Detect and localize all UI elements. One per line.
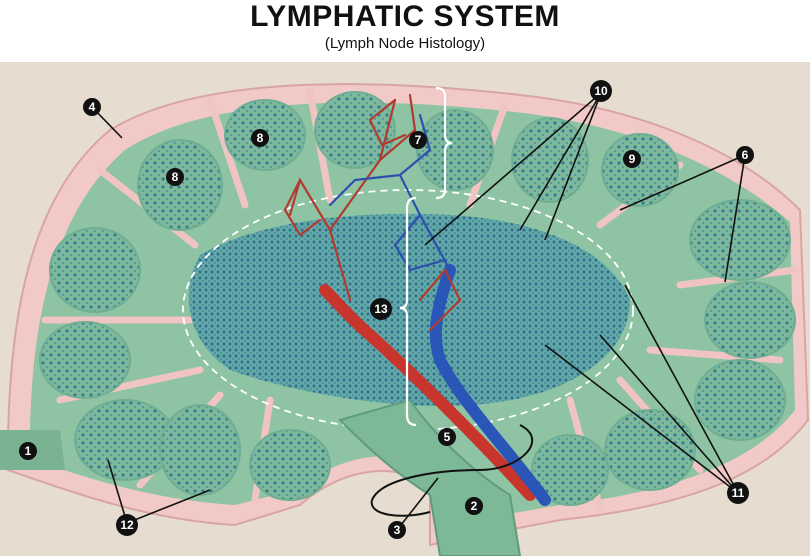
arterioles: [283, 93, 462, 332]
callout-8a: 8: [251, 129, 269, 147]
callout-9: 9: [623, 150, 641, 168]
lymph-node-model-image: 1 2 3 4 5 6 7 8 8 9 10 11 12 13: [0, 62, 810, 556]
callout-3: 3: [388, 521, 406, 539]
svg-text:2: 2: [471, 499, 478, 513]
callout-13: 13: [370, 298, 392, 320]
callout-11: 11: [727, 482, 749, 504]
callout-2: 2: [465, 497, 483, 515]
vein: [429, 264, 551, 506]
svg-text:9: 9: [629, 152, 636, 166]
bracket-cortex: [435, 86, 453, 200]
page-subtitle: (Lymph Node Histology): [324, 35, 486, 52]
page-title: LYMPHATIC SYSTEM: [250, 0, 560, 33]
blood-vessels: [283, 93, 551, 506]
callout-8b: 8: [166, 168, 184, 186]
svg-text:8: 8: [172, 170, 179, 184]
svg-text:4: 4: [89, 100, 96, 114]
callout-4: 4: [83, 98, 101, 116]
callout-1: 1: [19, 442, 37, 460]
svg-text:7: 7: [415, 133, 422, 147]
leader-lines: [91, 92, 746, 531]
svg-text:5: 5: [444, 430, 451, 444]
svg-text:13: 13: [374, 302, 388, 316]
svg-text:8: 8: [257, 131, 264, 145]
cortical-follicles: [39, 91, 796, 506]
svg-text:12: 12: [120, 518, 134, 532]
hilum-loop: [370, 424, 534, 517]
callout-10: 10: [590, 80, 612, 102]
svg-text:6: 6: [742, 148, 749, 162]
artery: [319, 284, 536, 501]
callout-6: 6: [736, 146, 754, 164]
medullary-region: [188, 213, 630, 406]
callout-12: 12: [116, 514, 138, 536]
svg-text:10: 10: [594, 84, 608, 98]
svg-text:1: 1: [25, 444, 32, 458]
bracket-medulla: [399, 196, 417, 427]
callout-5: 5: [438, 428, 456, 446]
callout-7: 7: [409, 131, 427, 149]
svg-text:3: 3: [394, 523, 401, 537]
svg-text:11: 11: [732, 486, 745, 500]
